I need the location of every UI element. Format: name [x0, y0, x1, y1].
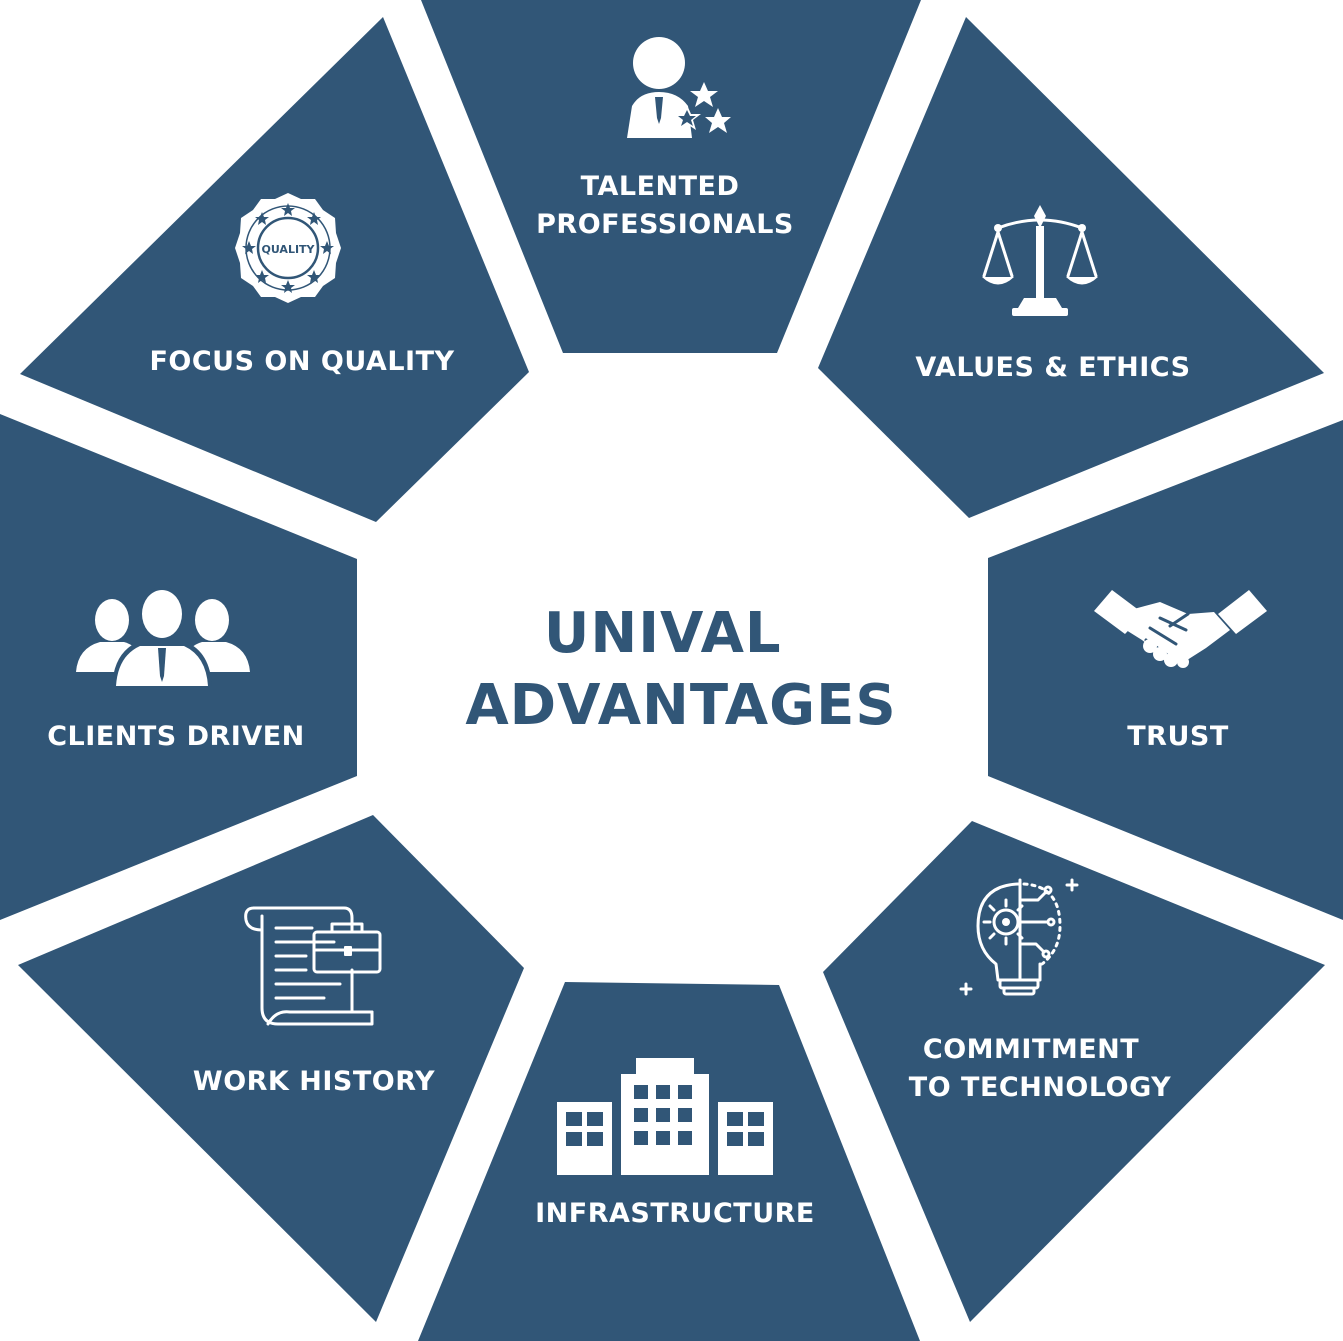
lightbulb-circuit-icon [959, 878, 1079, 996]
segment-clients-driven: CLIENTS DRIVEN [0, 414, 357, 920]
segment-focus-quality: QUALITY FOCUS ON QUALITY [20, 17, 529, 522]
segment-infrastructure: INFRASTRUCTURE [418, 982, 920, 1341]
center-title-line2: ADVANTAGES [465, 673, 896, 738]
segment-label-infrastructure: INFRASTRUCTURE [535, 1198, 815, 1229]
handshake-icon [1094, 590, 1267, 668]
segment-label-clients-driven: CLIENTS DRIVEN [47, 721, 305, 752]
center-title-line1: UNIVAL [544, 601, 782, 666]
segment-work-history: WORK HISTORY [18, 815, 524, 1322]
office-buildings-icon [557, 1058, 773, 1175]
quality-badge-text: QUALITY [261, 243, 315, 256]
segment-talented-professionals: TALENTED PROFESSIONALS [421, 0, 921, 353]
segment-label-work-history: WORK HISTORY [193, 1066, 435, 1097]
segment-label-focus-quality: FOCUS ON QUALITY [149, 346, 454, 377]
segment-label-talented-professionals: TALENTED PROFESSIONALS [536, 171, 794, 240]
segment-label-commitment-technology: COMMITMENT TO TECHNOLOGY [909, 1034, 1171, 1103]
segment-trust: TRUST [988, 420, 1343, 920]
professional-with-stars-icon [627, 37, 731, 138]
segment-label-values-ethics: VALUES & ETHICS [915, 352, 1190, 383]
scroll-briefcase-icon [244, 906, 382, 1026]
center-title: UNIVAL ADVANTAGES [465, 601, 896, 738]
segment-label-trust: TRUST [1127, 721, 1229, 752]
quality-badge-icon: QUALITY [235, 193, 341, 303]
segment-commitment-technology: COMMITMENT TO TECHNOLOGY [823, 821, 1325, 1322]
scales-of-justice-icon [982, 205, 1098, 316]
client-group-icon [76, 587, 250, 686]
segment-values-ethics: VALUES & ETHICS [818, 17, 1324, 518]
